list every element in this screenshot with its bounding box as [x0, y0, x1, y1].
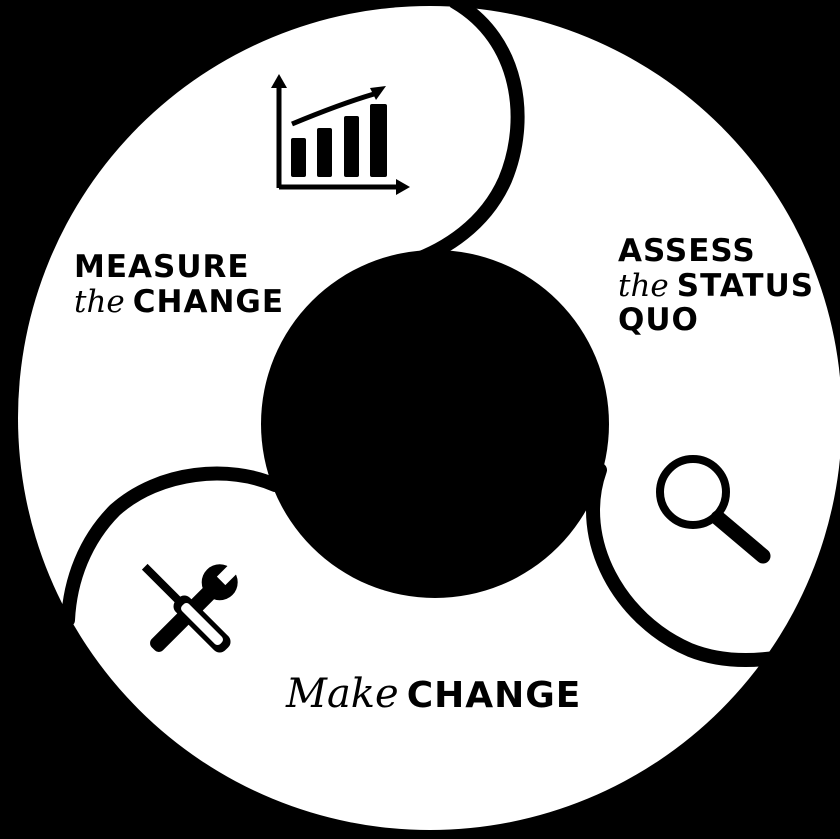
center-hub — [261, 250, 609, 598]
bar-chart-growth-icon — [271, 74, 410, 195]
separator-top — [403, 0, 525, 269]
magnifying-glass-icon — [656, 455, 771, 564]
separator-right — [586, 463, 840, 668]
wrench-screwdriver-icon — [141, 562, 240, 653]
make-line1: CHANGE — [406, 675, 582, 716]
assess-line1: ASSESS — [618, 233, 756, 269]
measure-line2: CHANGE — [132, 283, 285, 320]
assess-line2: STATUS — [676, 267, 815, 304]
separator-left — [61, 466, 282, 627]
measure-script-word: the — [74, 283, 125, 320]
measure-line1: MEASURE — [74, 249, 250, 285]
make-script-word: Make — [286, 671, 399, 717]
segment-separators — [61, 0, 840, 668]
assess-script-word: the — [618, 267, 669, 304]
assess-line3: QUO — [618, 302, 699, 339]
